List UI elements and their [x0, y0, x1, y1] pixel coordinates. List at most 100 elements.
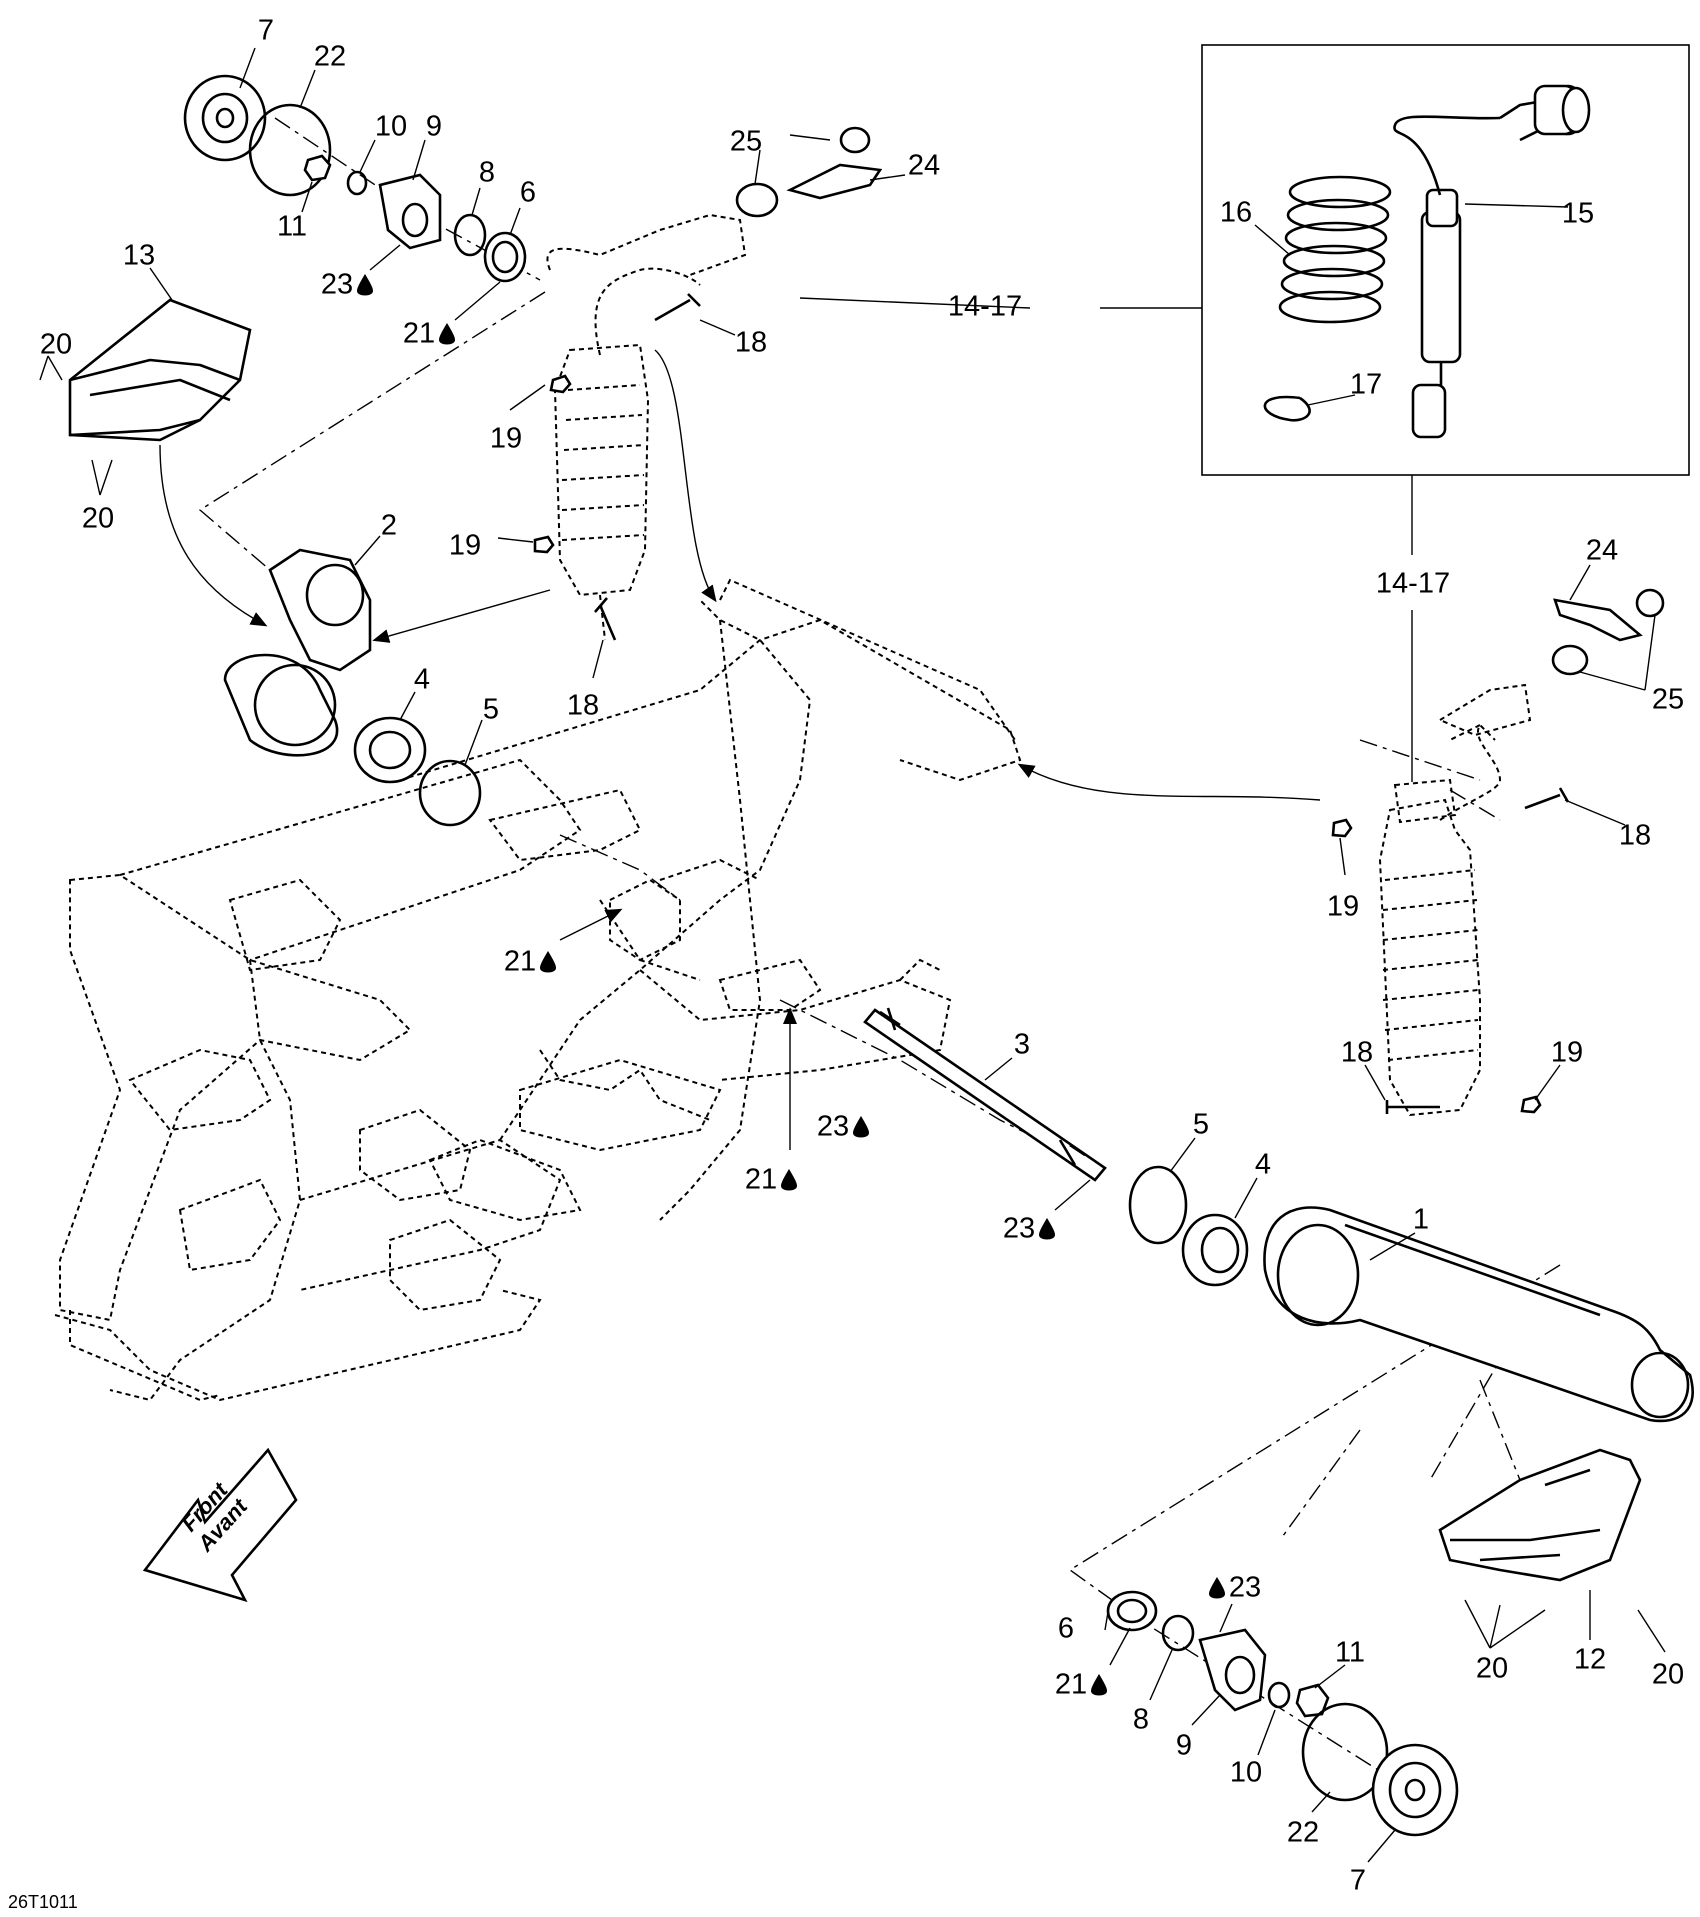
- bearing-4-right: [1181, 1213, 1249, 1287]
- callout-c18c: 18: [1619, 820, 1651, 852]
- callout-c11b: 11: [1335, 1637, 1365, 1669]
- shock-absorber-detail-box: [1201, 44, 1690, 476]
- callout-c21c: 21: [745, 1164, 777, 1196]
- nut-19-b: [533, 535, 555, 554]
- callout-c1: 1: [1413, 1204, 1429, 1236]
- protector-12: [1438, 1448, 1642, 1582]
- callout-c21b: 21: [504, 946, 536, 978]
- callout-c18b: 18: [567, 690, 599, 722]
- left-shock-absorber-phantom: [546, 213, 747, 641]
- callout-c8a: 8: [479, 157, 495, 189]
- bolt-18-d: [1385, 1100, 1440, 1114]
- callout-c10b: 10: [1230, 1757, 1262, 1789]
- callout-c15: 15: [1562, 198, 1594, 230]
- lubricant-drop-icon: [439, 323, 455, 345]
- seal-6-bottom: [1106, 1590, 1158, 1632]
- callout-c20b: 20: [82, 503, 114, 535]
- shock-absorber-15: [1393, 84, 1591, 439]
- bracket-2: [268, 548, 372, 672]
- lubricant-drop-icon: [781, 1169, 797, 1191]
- callout-c23c: 23: [1003, 1213, 1035, 1245]
- leader-lines: [39, 47, 1666, 1863]
- circlip-8-top: [453, 213, 487, 257]
- nut-19-a: [549, 374, 572, 394]
- washer-10-top: [346, 170, 368, 196]
- bolt-18-c: [1524, 787, 1570, 810]
- callout-c8b: 8: [1133, 1704, 1149, 1736]
- bushing-9-top: [378, 173, 442, 250]
- lubricant-drop-icon: [1209, 1577, 1225, 1599]
- clamp-25-a1: [735, 182, 779, 218]
- washer-10-bottom: [1267, 1681, 1291, 1709]
- callout-c18a: 18: [735, 327, 767, 359]
- pivot-tube: [223, 653, 339, 757]
- callout-c9b: 9: [1176, 1730, 1192, 1762]
- nut-11-top: [303, 154, 332, 182]
- callout-c20c: 20: [1476, 1653, 1508, 1685]
- callout-c6b: 6: [1058, 1613, 1074, 1645]
- circlip-5-right: [1128, 1165, 1188, 1245]
- bolt-18-b: [594, 597, 617, 641]
- bearing-4-top: [353, 716, 427, 784]
- clamp-25-b1: [1635, 588, 1665, 618]
- callout-c3: 3: [1014, 1029, 1030, 1061]
- callout-c7a: 7: [258, 15, 274, 47]
- callout-c9a: 9: [426, 111, 442, 143]
- callout-c19c: 19: [1327, 891, 1359, 923]
- callout-c5b: 5: [1193, 1109, 1209, 1141]
- callout-c13: 13: [123, 240, 155, 272]
- vehicle-frame-phantom: [54, 578, 1022, 1402]
- spring-retainer-17: [1263, 395, 1311, 422]
- lubricant-drop-icon: [357, 274, 373, 296]
- callout-c22a: 22: [314, 41, 346, 73]
- callout-c20a: 20: [40, 329, 72, 361]
- right-shock-absorber-phantom: [1378, 683, 1532, 1117]
- callout-c10a: 10: [375, 111, 407, 143]
- callout-c2: 2: [381, 510, 397, 542]
- callout-c24a: 24: [908, 150, 940, 182]
- callout-c25a: 25: [730, 126, 762, 158]
- clamp-25-a2: [839, 126, 871, 154]
- lubricant-drop-icon: [540, 951, 556, 973]
- assembly-arrows: [159, 297, 1413, 1150]
- callout-c22b: 22: [1287, 1817, 1319, 1849]
- callout-c19a: 19: [490, 423, 522, 455]
- lubricant-drop-icon: [1091, 1674, 1107, 1696]
- nut-19-c: [1331, 818, 1353, 838]
- callout-c19b: 19: [449, 530, 481, 562]
- callout-c24b: 24: [1586, 535, 1618, 567]
- callout-c1417a: 14-17: [948, 291, 1022, 323]
- callout-c17: 17: [1350, 369, 1382, 401]
- clamp-25-b2: [1551, 644, 1589, 676]
- callout-c23a: 23: [321, 269, 353, 301]
- callout-c5a: 5: [483, 694, 499, 726]
- callout-c19d: 19: [1551, 1037, 1583, 1069]
- callout-c23d: 23: [1229, 1572, 1261, 1604]
- bolt-18-a: [654, 293, 701, 322]
- callout-c16: 16: [1220, 197, 1252, 229]
- circlip-8-bottom: [1161, 1614, 1195, 1652]
- callout-c11a: 11: [277, 211, 307, 243]
- hub-cap-7-bottom: [1371, 1743, 1459, 1837]
- coil-spring-16: [1278, 175, 1392, 324]
- nut-19-d: [1520, 1095, 1542, 1114]
- callout-c12: 12: [1574, 1644, 1606, 1676]
- callout-c25b: 25: [1652, 684, 1684, 716]
- bracket-24-top: [786, 163, 883, 200]
- bushing-9-bottom: [1198, 1628, 1267, 1712]
- callout-c23b: 23: [817, 1111, 849, 1143]
- callout-c7b: 7: [1350, 1865, 1366, 1897]
- clamp-ring-22-top: [248, 103, 332, 197]
- callout-c18d: 18: [1341, 1037, 1373, 1069]
- hub-cap-7-top: [183, 74, 267, 162]
- pivot-shaft-3: [863, 1007, 1107, 1182]
- protector-13: [68, 298, 252, 442]
- callout-c21a: 21: [403, 318, 435, 350]
- callout-c20d: 20: [1652, 1659, 1684, 1691]
- front-direction-arrow: Front Avant: [142, 1447, 298, 1603]
- swing-arm-1: [1263, 1206, 1694, 1423]
- callout-c6a: 6: [520, 177, 536, 209]
- lubricant-drop-icon: [853, 1116, 869, 1138]
